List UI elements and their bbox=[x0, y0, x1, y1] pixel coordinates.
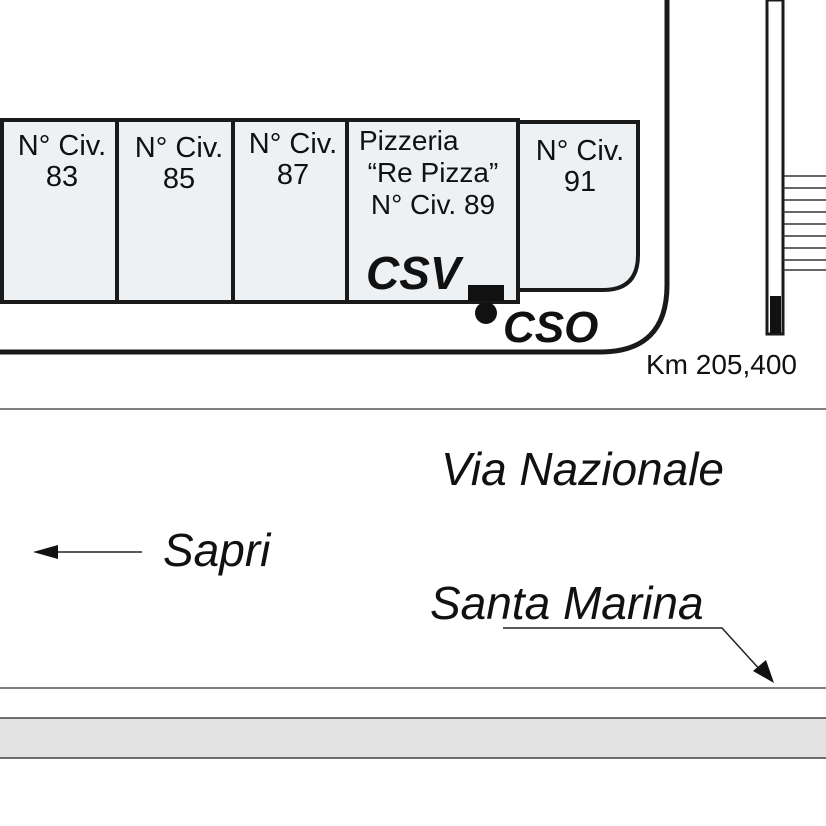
civic-number: N° Civ. 89 bbox=[370, 189, 496, 220]
pizzeria-brand: “Re Pizza” bbox=[367, 157, 499, 188]
civic-number: 83 bbox=[45, 161, 79, 193]
civic-number: 85 bbox=[162, 163, 196, 195]
road-name: Via Nazionale bbox=[441, 443, 725, 495]
block-outline bbox=[0, 0, 670, 355]
stair-lines bbox=[783, 175, 826, 271]
civic-number: 91 bbox=[563, 166, 597, 198]
km-post-base bbox=[770, 296, 781, 333]
road-strip bbox=[0, 717, 826, 759]
civic-label: N° Civ. bbox=[248, 128, 338, 160]
pizzeria-name: Pizzeria bbox=[359, 125, 459, 156]
km-post bbox=[765, 0, 785, 336]
cso-marker bbox=[475, 302, 497, 324]
building-85 bbox=[115, 118, 235, 304]
building-87 bbox=[231, 118, 349, 304]
civic-label: N° Civ. bbox=[535, 135, 625, 167]
building-91 bbox=[516, 120, 640, 292]
building-87-label: N° Civ. 87 bbox=[236, 129, 350, 191]
direction-left-label: Sapri bbox=[163, 524, 271, 576]
building-89-label: Pizzeria “Re Pizza” N° Civ. 89 bbox=[349, 125, 517, 221]
arrow-left-icon bbox=[33, 545, 142, 559]
civic-label: N° Civ. bbox=[17, 130, 107, 162]
civic-label: N° Civ. bbox=[134, 132, 224, 164]
building-91-label: N° Civ. 91 bbox=[520, 136, 640, 198]
arrow-down-right-icon bbox=[503, 627, 774, 683]
direction-right-label: Santa Marina bbox=[430, 577, 704, 629]
civic-number: 87 bbox=[276, 159, 310, 191]
csv-label: CSV bbox=[366, 247, 461, 299]
building-83-label: N° Civ. 83 bbox=[6, 131, 118, 193]
csv-marker bbox=[468, 285, 504, 301]
building-85-label: N° Civ. 85 bbox=[121, 133, 237, 195]
cso-label: CSO bbox=[503, 303, 599, 352]
km-marker-label: Km 205,400 bbox=[646, 349, 797, 380]
